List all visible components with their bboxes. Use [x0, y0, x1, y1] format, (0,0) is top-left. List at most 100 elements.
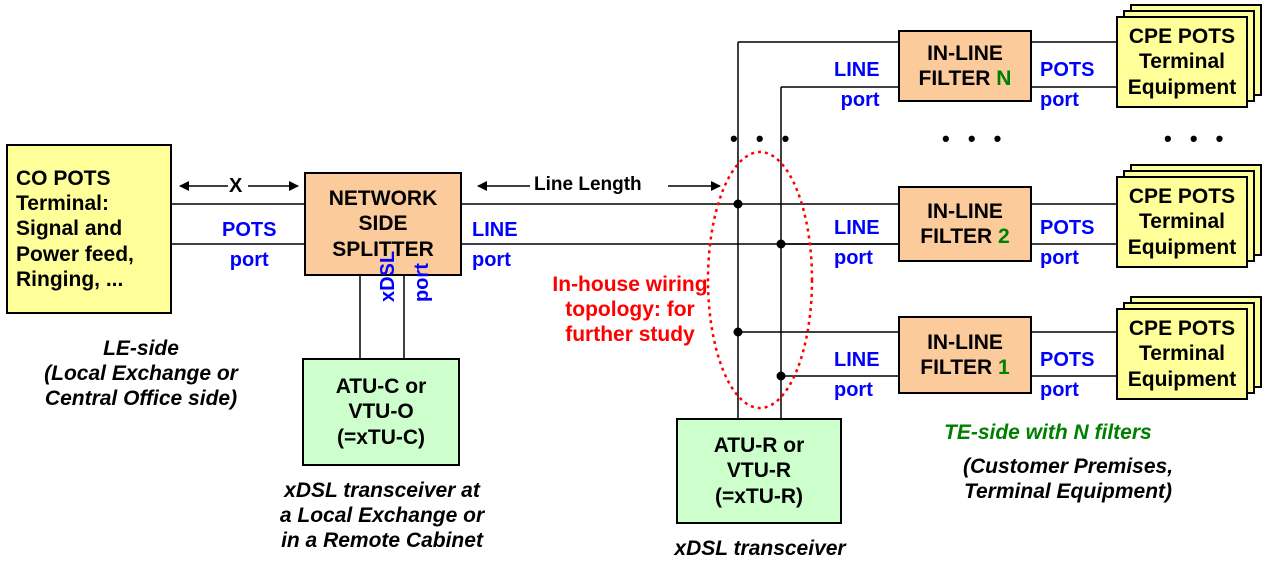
splitter-line: NETWORK: [328, 187, 438, 211]
x-distance-label: X: [229, 175, 243, 197]
caption-line: Central Office side): [44, 387, 238, 411]
cpe-line: Equipment: [1127, 75, 1237, 99]
filter-word: FILTER: [918, 67, 991, 90]
le-side-caption: LE-side (Local Exchange or Central Offic…: [6, 336, 276, 412]
atu-r-line: (=xTU-R): [714, 484, 804, 508]
port-label-line: POTS: [1040, 349, 1095, 371]
atu-r-line: ATU-R or: [713, 434, 805, 458]
caption-line: (Local Exchange or: [44, 362, 238, 386]
co-terminal-line: Ringing, ...: [16, 267, 124, 291]
filter-line: FILTER 1: [920, 355, 1009, 380]
port-label-line: port: [1040, 247, 1079, 269]
cpe-terminal-1-box: CPE POTS Terminal Equipment: [1116, 308, 1248, 400]
cpe-line: Terminal: [1139, 210, 1225, 234]
filter-1-line-port-label: LINE port: [834, 348, 880, 402]
inhouse-wiring-note: In-house wiring topology: for further st…: [530, 272, 730, 348]
atu-c-line: ATU-C or: [335, 375, 427, 399]
filter-word: FILTER: [920, 356, 993, 379]
filter-2-pots-port-label: POTS port: [1040, 216, 1094, 270]
filter-line: FILTER N: [919, 66, 1012, 91]
note-line: further study: [565, 323, 695, 347]
filter-line: IN-LINE: [927, 330, 1003, 354]
atu-r-line: VTU-R: [726, 459, 792, 483]
cpe-terminal-n-box: CPE POTS Terminal Equipment: [1116, 16, 1248, 108]
filter-n-line-port-label: LINE port: [834, 58, 880, 112]
atu-r-box: ATU-R or VTU-R (=xTU-R): [676, 418, 842, 524]
note-line: In-house wiring: [552, 273, 708, 296]
filter-ellipsis: • • •: [942, 126, 1008, 151]
port-label-line: port: [1040, 89, 1079, 111]
junction-dot: [776, 239, 786, 249]
xtu-c-caption: xDSL transceiver at a Local Exchange or …: [252, 478, 512, 554]
filter-number: 2: [998, 225, 1010, 248]
splitter-pots-port-label: POTS port: [222, 218, 276, 272]
te-side-caption: (Customer Premises, Terminal Equipment): [940, 454, 1196, 504]
network-side-splitter-box: NETWORK SIDE SPLITTER: [304, 172, 462, 276]
splitter-xdsl-port-label: xDSL: [376, 251, 400, 302]
cpe-line: CPE POTS: [1128, 25, 1236, 49]
note-line: topology: for: [565, 298, 695, 322]
cpe-line: Terminal: [1139, 342, 1225, 366]
port-label-line: port: [834, 247, 873, 269]
port-label-line: LINE: [834, 59, 880, 81]
filter-2-line-port-label: LINE port: [834, 216, 880, 270]
port-label-line: port: [472, 249, 511, 271]
caption-line: (Customer Premises,: [962, 455, 1174, 478]
splitter-xdsl-port-label-2: port: [410, 263, 434, 302]
splitter-line-port-label: LINE port: [472, 218, 518, 272]
junction-dot: [776, 371, 786, 381]
cpe-line: Terminal: [1139, 50, 1225, 74]
port-label-line: port: [229, 249, 269, 271]
co-terminal-line: Terminal:: [16, 192, 109, 216]
junction-dot: [733, 199, 743, 209]
cpe-terminal-2-box: CPE POTS Terminal Equipment: [1116, 176, 1248, 268]
port-label-line: POTS: [1040, 217, 1095, 239]
filter-1-pots-port-label: POTS port: [1040, 348, 1094, 402]
cpe-line: Equipment: [1127, 367, 1237, 391]
filter-line: IN-LINE: [927, 41, 1003, 65]
bus-ellipsis: • • •: [730, 126, 796, 151]
caption-line: Terminal Equipment): [963, 480, 1173, 504]
splitter-line: SPLITTER: [332, 237, 434, 261]
port-label-line: LINE: [834, 349, 880, 371]
junction-dot: [733, 327, 743, 337]
port-label-line: port: [1040, 379, 1079, 401]
cpe-line: CPE POTS: [1128, 185, 1236, 209]
filter-number: N: [996, 67, 1012, 90]
atu-c-box: ATU-C or VTU-O (=xTU-C): [302, 358, 460, 466]
co-pots-terminal-box: CO POTS Terminal: Signal and Power feed,…: [6, 144, 172, 314]
inhouse-wiring-ellipse: [706, 150, 814, 410]
inline-filter-n-box: IN-LINE FILTER N: [898, 30, 1032, 102]
filter-line: FILTER 2: [920, 224, 1009, 249]
port-label-line: port: [834, 379, 873, 401]
port-label-line: xDSL: [377, 250, 399, 302]
port-label-line: LINE: [472, 219, 518, 241]
atu-c-line: VTU-O: [348, 400, 414, 424]
caption-line: LE-side: [103, 337, 179, 360]
caption-line: xDSL transceiver at: [284, 479, 480, 502]
xtu-r-caption: xDSL transceiver: [674, 537, 846, 560]
cpe-line: Equipment: [1127, 235, 1237, 259]
splitter-line: SIDE: [358, 212, 408, 236]
atu-c-line: (=xTU-C): [336, 425, 426, 449]
port-label-line: POTS: [222, 219, 277, 241]
co-terminal-line: CO POTS: [16, 167, 111, 191]
caption-line: in a Remote Cabinet: [281, 529, 483, 553]
inline-filter-2-box: IN-LINE FILTER 2: [898, 186, 1032, 262]
inline-filter-1-box: IN-LINE FILTER 1: [898, 316, 1032, 394]
te-side-title: TE-side with N filters: [944, 421, 1152, 444]
line-length-label: Line Length: [534, 174, 642, 195]
port-label-line: port: [840, 89, 880, 111]
filter-line: IN-LINE: [927, 199, 1003, 223]
port-label-line: port: [411, 263, 433, 302]
co-terminal-line: Power feed,: [16, 242, 134, 266]
cpe-line: CPE POTS: [1128, 317, 1236, 341]
filter-number: 1: [998, 356, 1010, 379]
cpe-ellipsis: • • •: [1164, 126, 1230, 151]
co-terminal-line: Signal and: [16, 217, 123, 241]
port-label-line: LINE: [834, 217, 880, 239]
filter-word: FILTER: [920, 225, 993, 248]
caption-line: a Local Exchange or: [279, 504, 485, 528]
